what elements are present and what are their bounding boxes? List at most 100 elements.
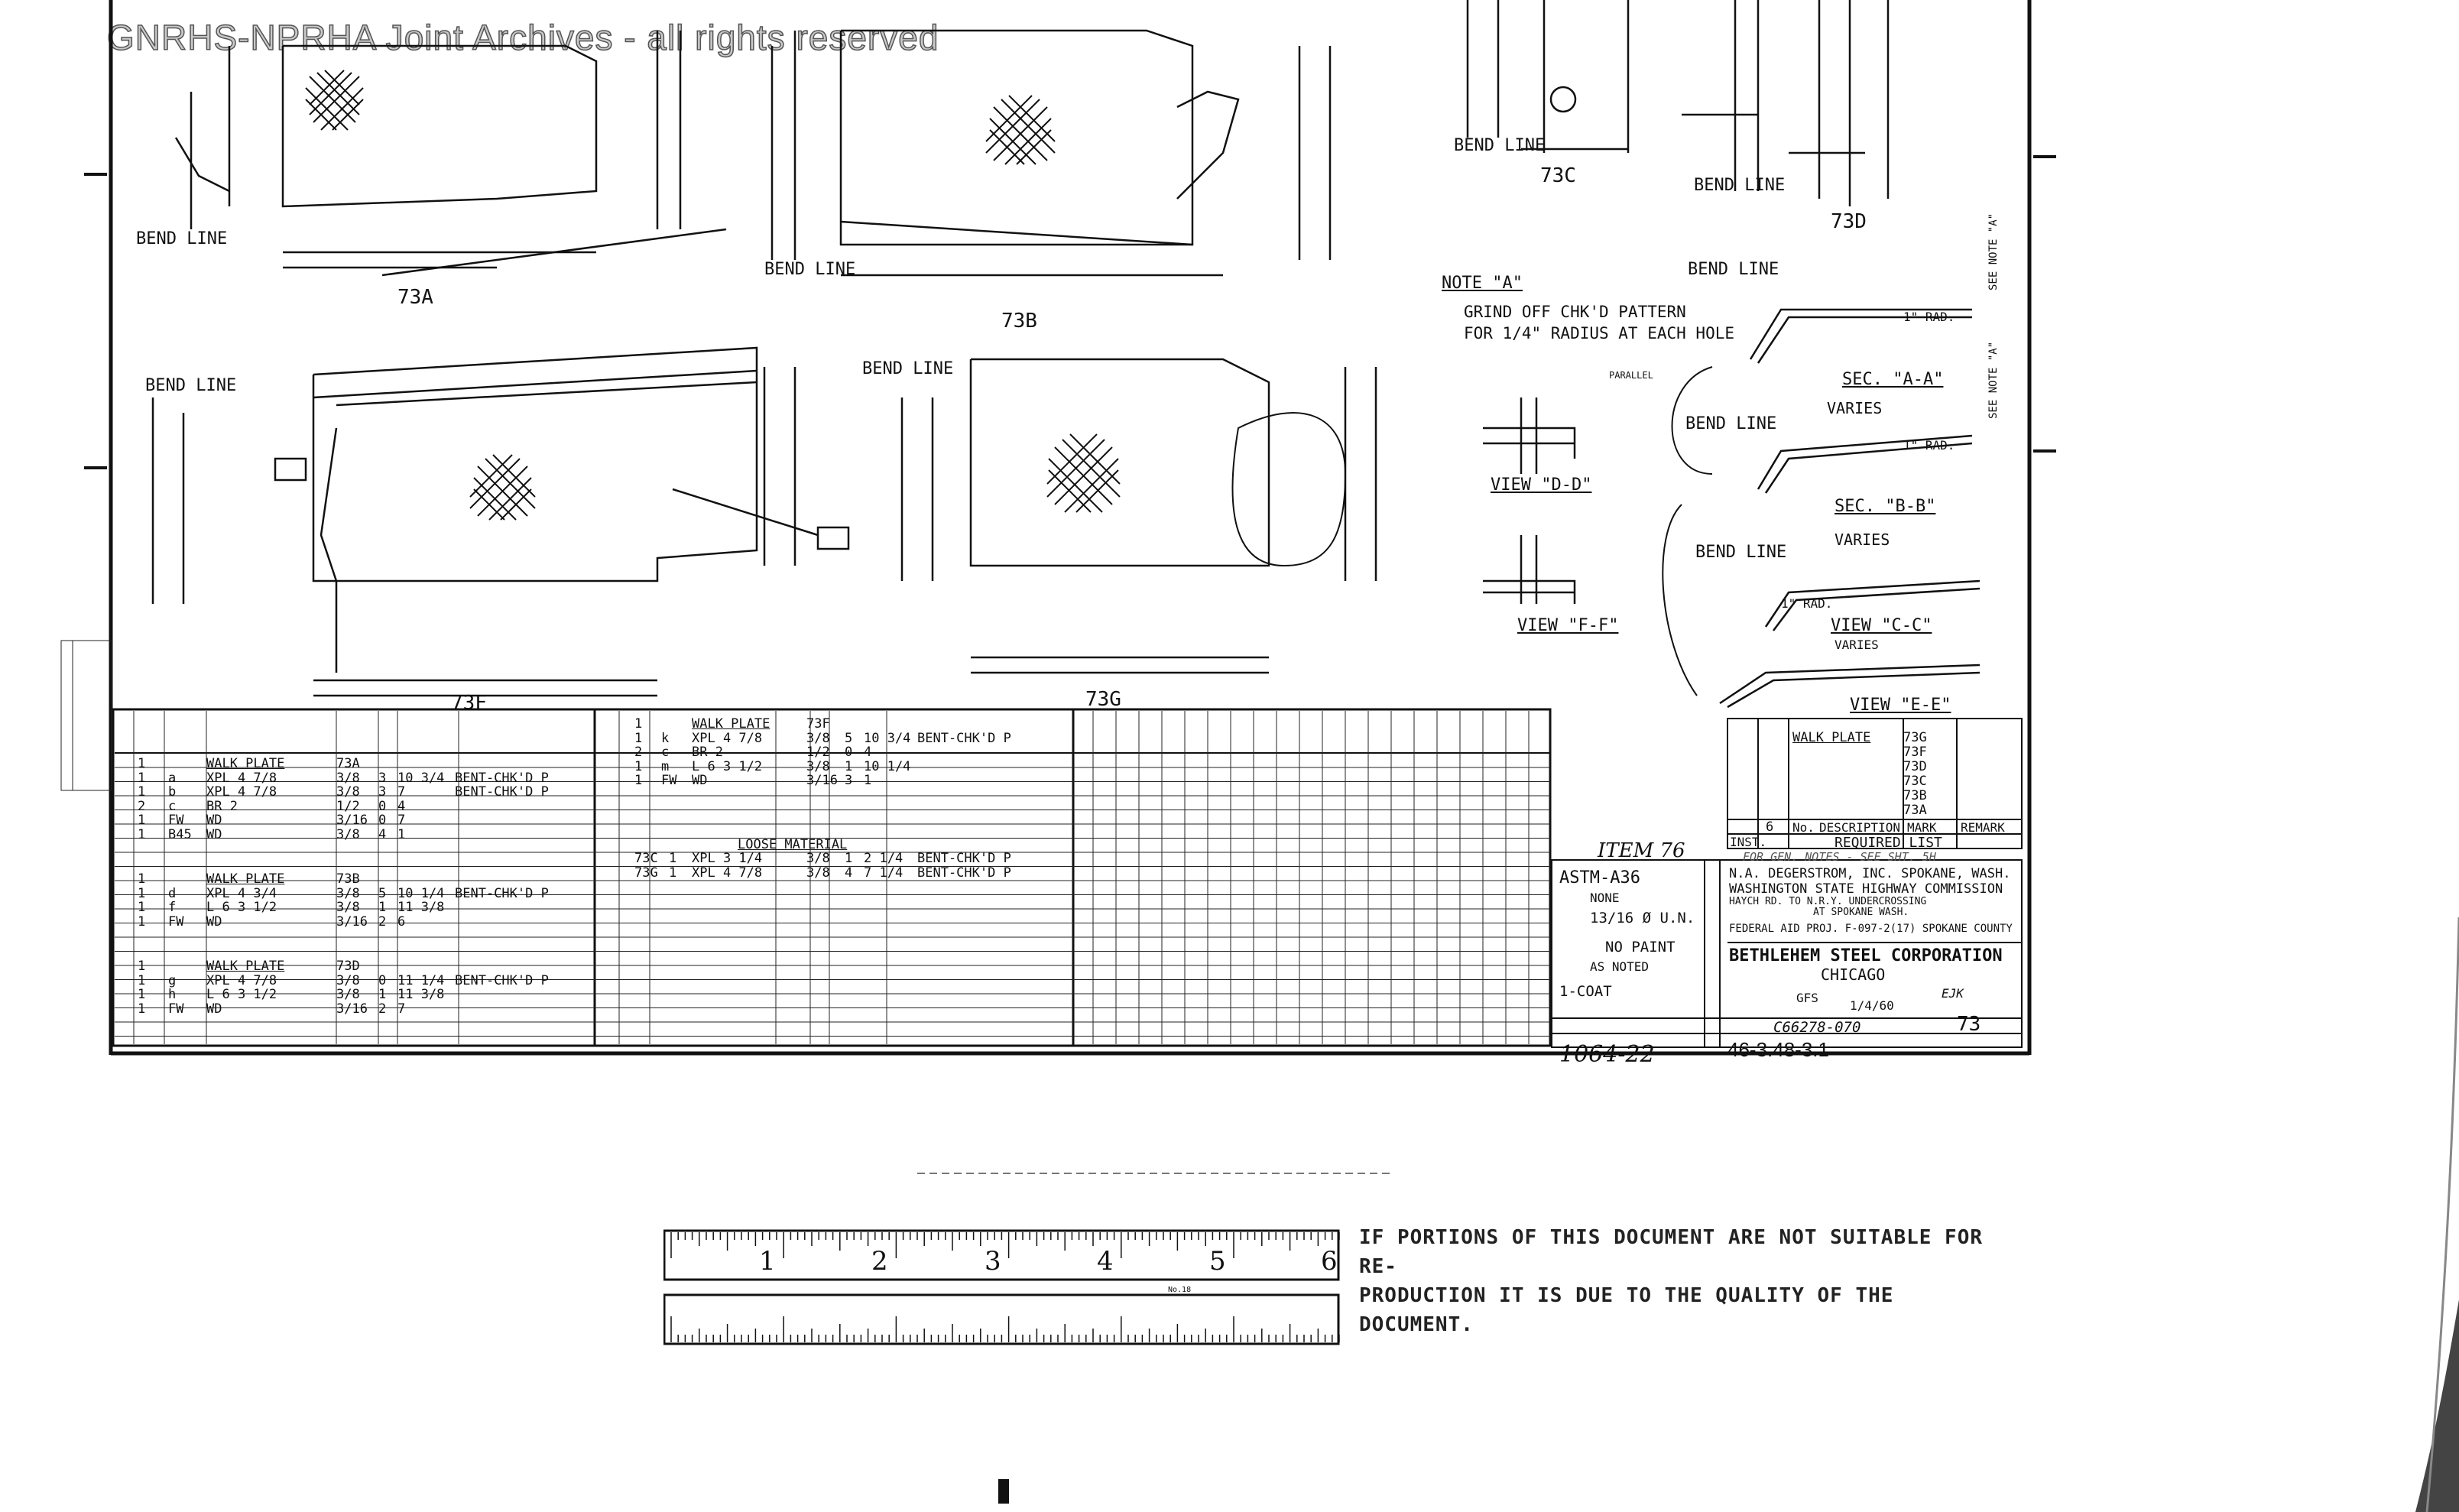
required-list-row: 73B [1903, 788, 1927, 803]
title-project2: AT SPOKANE WASH. [1813, 907, 1909, 918]
bend-line-label-8: BEND LINE [1685, 414, 1777, 433]
plate-73a-drawing [174, 31, 727, 277]
spec-welding: AS NOTED [1590, 959, 1650, 974]
mark-73a-label: 73A [397, 286, 433, 309]
see-note-a-label-2: SEE NOTE "A" [1987, 341, 2000, 419]
ruler-inch-3: 3 [985, 1246, 1001, 1277]
varies-label-2: VARIES [1835, 530, 1890, 549]
required-list-row: 73F [1903, 745, 1927, 760]
title-company: BETHLEHEM STEEL CORPORATION [1729, 946, 2003, 965]
see-note-a-label-1: SEE NOTE "A" [1987, 213, 2000, 290]
spec-material: ASTM-A36 [1559, 868, 1640, 887]
view-dd-label: VIEW "D-D" [1491, 475, 1592, 495]
req-header-no: No. [1792, 820, 1815, 835]
mark-73g-label: 73G [1085, 688, 1121, 711]
ruler-model: No.18 [1168, 1286, 1192, 1294]
req-inst: INST. [1730, 835, 1767, 849]
title-block: N.A. DEGERSTROM, INC. SPOKANE, WASH. WAS… [1729, 866, 2021, 982]
required-list-row: 73D [1903, 759, 1927, 774]
bend-line-label-5: BEND LINE [1454, 136, 1546, 155]
sections-drawing [1662, 308, 1981, 709]
plate-top-middle-drawing [770, 29, 1332, 277]
item-label: ITEM 76 [1598, 839, 1685, 862]
title-contractor: N.A. DEGERSTROM, INC. SPOKANE, WASH. [1729, 866, 2011, 881]
disclaimer-stamp: IF PORTIONS OF THIS DOCUMENT ARE NOT SUI… [1359, 1223, 2006, 1336]
ruler-inch-5: 5 [1209, 1246, 1226, 1277]
view-ff-label: VIEW "F-F" [1517, 616, 1619, 635]
bill-of-materials-rows [115, 767, 1550, 1037]
title-block-grid [1551, 859, 2023, 1048]
plate-73c-73d-drawing [1466, 0, 1890, 206]
plate-73f-drawing [151, 346, 850, 697]
bend-line-label-2: BEND LINE [764, 260, 856, 279]
req-header-desc: DESCRIPTION [1819, 820, 1900, 835]
ruler-inch-2: 2 [871, 1246, 888, 1277]
margin-tab-table [60, 640, 112, 791]
title-city: CHICAGO [1821, 965, 1886, 984]
bill-of-materials-cols [133, 711, 1530, 1044]
note-a-line2: FOR 1/4" RADIUS AT EACH HOLE [1464, 324, 1735, 342]
ruler-inch-6: 6 [1321, 1246, 1338, 1277]
varies-label-3: VARIES [1835, 638, 1879, 652]
title-checked: EJK [1942, 986, 1964, 1001]
mark-73c-label: 73C [1540, 164, 1576, 187]
req-qty: 6 [1766, 819, 1774, 835]
sec-bb-label: SEC. "B-B" [1835, 497, 1936, 516]
req-title: REQUIRED LIST [1835, 835, 1942, 851]
view-dd-ff-drawing [1483, 397, 1576, 604]
spec-coat: 1-COAT [1559, 983, 1612, 1000]
bom-mid-row: LOOSE MATERIAL [738, 836, 848, 852]
title-project1: HAYCH RD. TO N.R.Y. UNDERCROSSING [1729, 896, 1927, 907]
title-client: WASHINGTON STATE HIGHWAY COMMISSION [1729, 881, 2003, 897]
disclaimer-line1: IF PORTIONS OF THIS DOCUMENT ARE NOT SUI… [1359, 1226, 1984, 1278]
sec-aa-label: SEC. "A-A" [1842, 370, 1944, 389]
rad-label-2: 1" RAD. [1903, 438, 1955, 453]
ruler-inch-4: 4 [1097, 1246, 1114, 1277]
view-ee-label: VIEW "E-E" [1850, 696, 1951, 715]
mark-73b-label: 73B [1001, 310, 1037, 333]
archive-watermark: GNRHS-NPRHA Joint Archives - all rights … [106, 17, 939, 58]
bend-line-label-1: BEND LINE [136, 229, 228, 248]
page-edge-shadow [2415, 1299, 2459, 1512]
note-a-line1: GRIND OFF CHK'D PATTERN [1464, 303, 1686, 321]
spec-holes: 13/16 Ø U.N. [1590, 910, 1695, 926]
varies-label-1: VARIES [1827, 399, 1883, 417]
bend-line-label-7: BEND LINE [1688, 260, 1779, 279]
bend-line-label-6: BEND LINE [1694, 176, 1786, 195]
rad-label-3: 1" RAD. [1781, 596, 1833, 611]
view-cc-label: VIEW "C-C" [1831, 616, 1932, 635]
required-list-row: 73A [1903, 803, 1927, 818]
title-project3: FEDERAL AID PROJ. F-097-2(17) SPOKANE CO… [1729, 923, 2013, 935]
parallel-label: PARALLEL [1609, 370, 1653, 381]
spec-block: ASTM-A36 NONE 13/16 Ø U.N. NO PAINT AS N… [1559, 868, 1705, 1001]
bend-line-label-9: BEND LINE [1695, 543, 1787, 562]
ruler-inch-labels: 1 2 3 4 5 6 No.18 [663, 1235, 1341, 1294]
scan-mark [998, 1479, 1009, 1504]
req-header-mark: MARK [1907, 820, 1937, 835]
ruler-inch-1: 1 [759, 1246, 776, 1277]
